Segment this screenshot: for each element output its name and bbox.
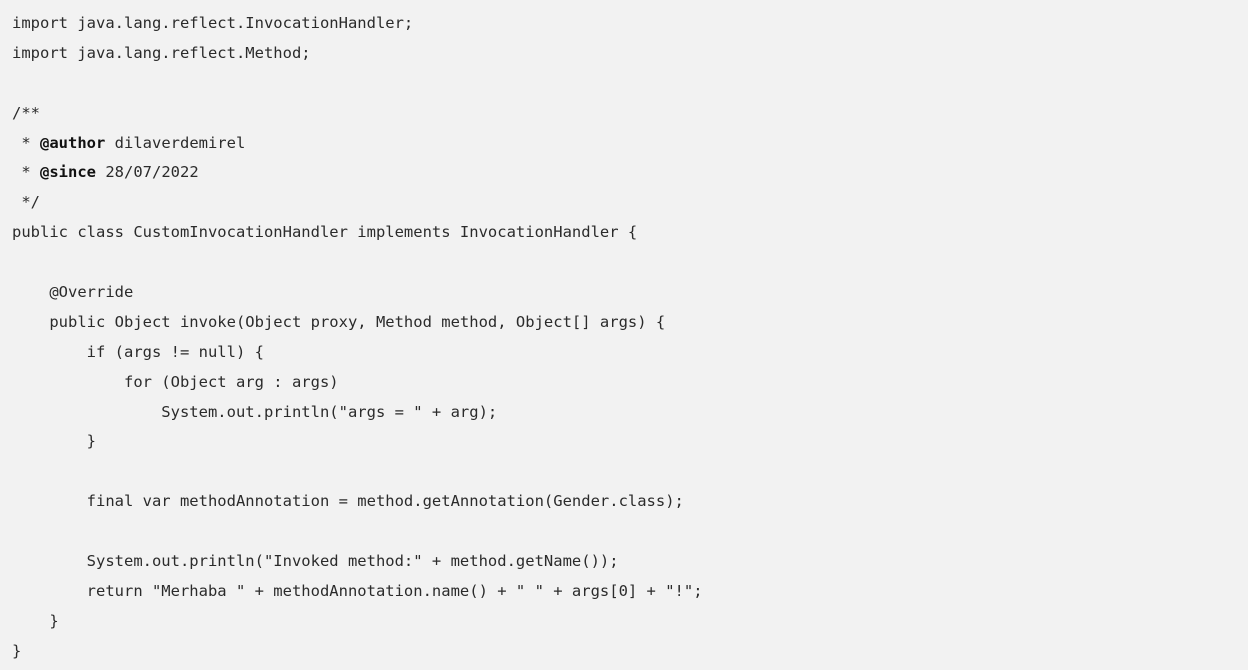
javadoc-author-value: dilaverdemirel (105, 133, 246, 152)
code-line-1: import java.lang.reflect.InvocationHandl… (12, 14, 414, 32)
code-line-8: public class CustomInvocationHandler imp… (12, 223, 638, 242)
comment-prefix: * (12, 163, 40, 182)
code-line-16 (12, 457, 1248, 487)
comment-prefix: * (12, 133, 40, 152)
code-line-21: } (12, 611, 59, 630)
code-line-4: /** (12, 103, 40, 122)
javadoc-since-value: 28/07/2022 (96, 163, 199, 182)
code-line-2: import java.lang.reflect.Method; (12, 43, 311, 62)
code-line-20: return "Merhaba " + methodAnnotation.nam… (12, 581, 703, 600)
code-line-13: for (Object arg : args) (12, 372, 339, 391)
code-line-19: System.out.println("Invoked method:" + m… (12, 552, 619, 571)
code-line-10: @Override (12, 283, 134, 302)
code-line-6: * @since 28/07/2022 (12, 158, 1248, 188)
code-line-12: if (args != null) { (12, 342, 264, 361)
code-line-11: public Object invoke(Object proxy, Metho… (12, 312, 666, 331)
code-line-17: final var methodAnnotation = method.getA… (12, 492, 684, 511)
code-line-9 (12, 248, 1248, 278)
javadoc-tag-author: @author (40, 133, 106, 152)
code-line-15: } (12, 432, 96, 451)
code-line-5: * @author dilaverdemirel (12, 129, 1248, 159)
code-line-18 (12, 517, 1248, 547)
code-line-7: */ (12, 193, 40, 212)
code-line-14: System.out.println("args = " + arg); (12, 402, 498, 421)
code-line-22: } (12, 641, 22, 660)
code-line-3 (12, 69, 1248, 99)
javadoc-tag-since: @since (40, 163, 96, 182)
